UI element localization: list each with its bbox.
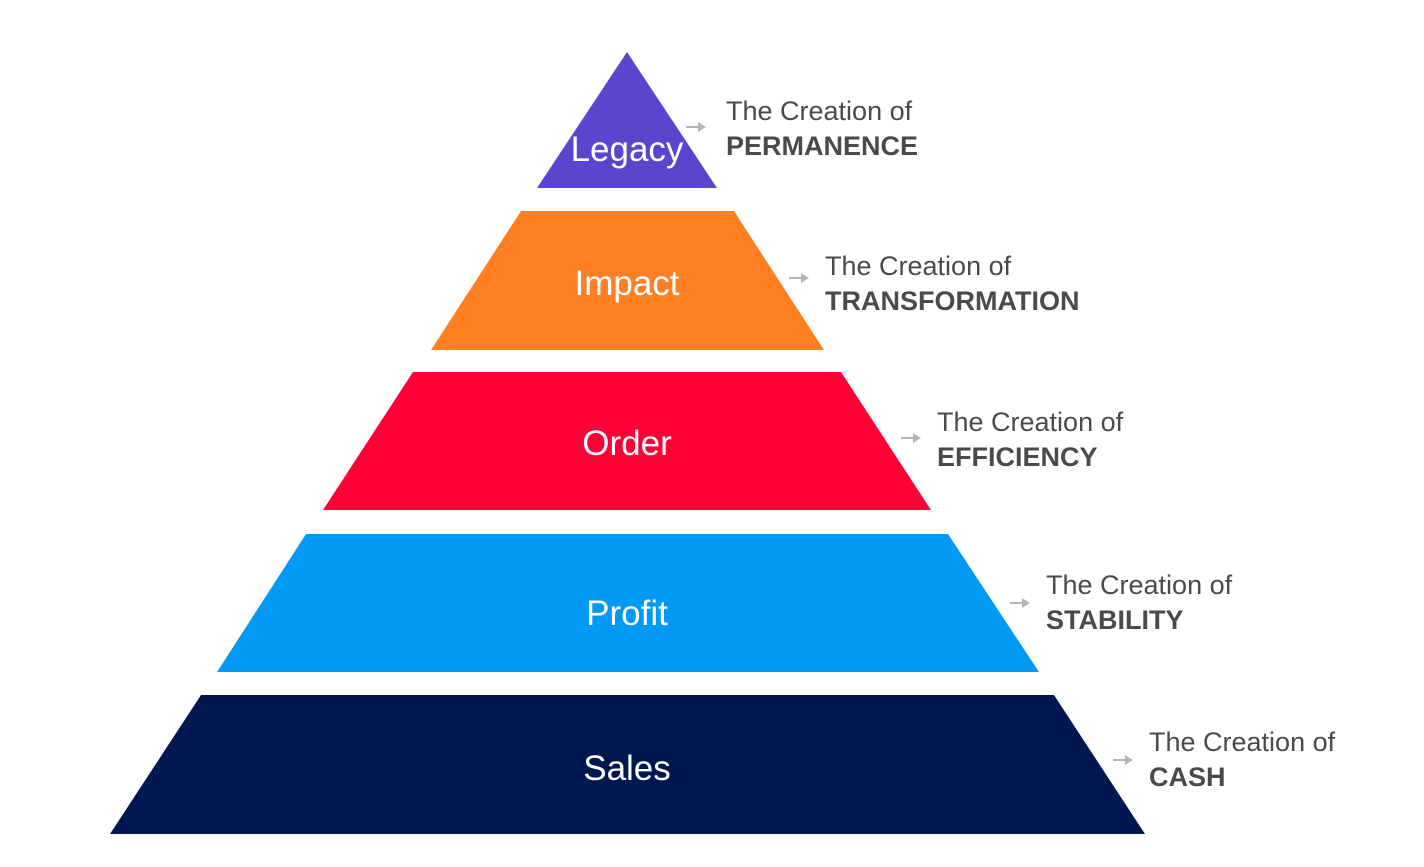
tier-impact-label: Impact [574, 264, 679, 303]
note-order-line1: The Creation of [937, 407, 1124, 437]
note-legacy: The Creation of PERMANENCE [686, 96, 918, 161]
note-impact-line1: The Creation of [825, 251, 1012, 281]
tier-order-shape [323, 372, 931, 510]
note-legacy-line2: PERMANENCE [726, 131, 918, 161]
note-order-line2: EFFICIENCY [937, 442, 1098, 472]
arrow-head-icon [801, 273, 809, 283]
tier-order-label: Order [582, 424, 672, 463]
arrow-head-icon [1125, 755, 1133, 765]
arrow-head-icon [1022, 598, 1030, 608]
tier-sales-shape [110, 695, 1145, 834]
note-sales: The Creation of CASH [1113, 727, 1336, 792]
tier-legacy-label: Legacy [571, 130, 684, 169]
tier-profit-label: Profit [586, 594, 668, 633]
note-profit-line1: The Creation of [1046, 570, 1233, 600]
tier-legacy: Legacy [537, 52, 717, 188]
note-sales-line1: The Creation of [1149, 727, 1336, 757]
note-profit-line2: STABILITY [1046, 605, 1184, 635]
tier-legacy-shape [537, 52, 717, 188]
arrow-head-icon [913, 433, 921, 443]
arrow-head-icon [698, 122, 706, 132]
tier-impact-shape [431, 211, 824, 350]
note-order: The Creation of EFFICIENCY [901, 407, 1124, 472]
note-profit: The Creation of STABILITY [1010, 570, 1233, 635]
tier-sales-label: Sales [583, 749, 671, 788]
note-impact-line2: TRANSFORMATION [825, 286, 1079, 316]
tier-order: Order [323, 372, 931, 510]
note-sales-line2: CASH [1149, 762, 1226, 792]
note-impact: The Creation of TRANSFORMATION [789, 251, 1079, 316]
note-legacy-line1: The Creation of [726, 96, 913, 126]
tier-profit-shape [217, 534, 1039, 672]
tier-profit: Profit [217, 534, 1039, 672]
tier-impact: Impact [431, 211, 824, 350]
tier-sales: Sales [110, 695, 1145, 834]
